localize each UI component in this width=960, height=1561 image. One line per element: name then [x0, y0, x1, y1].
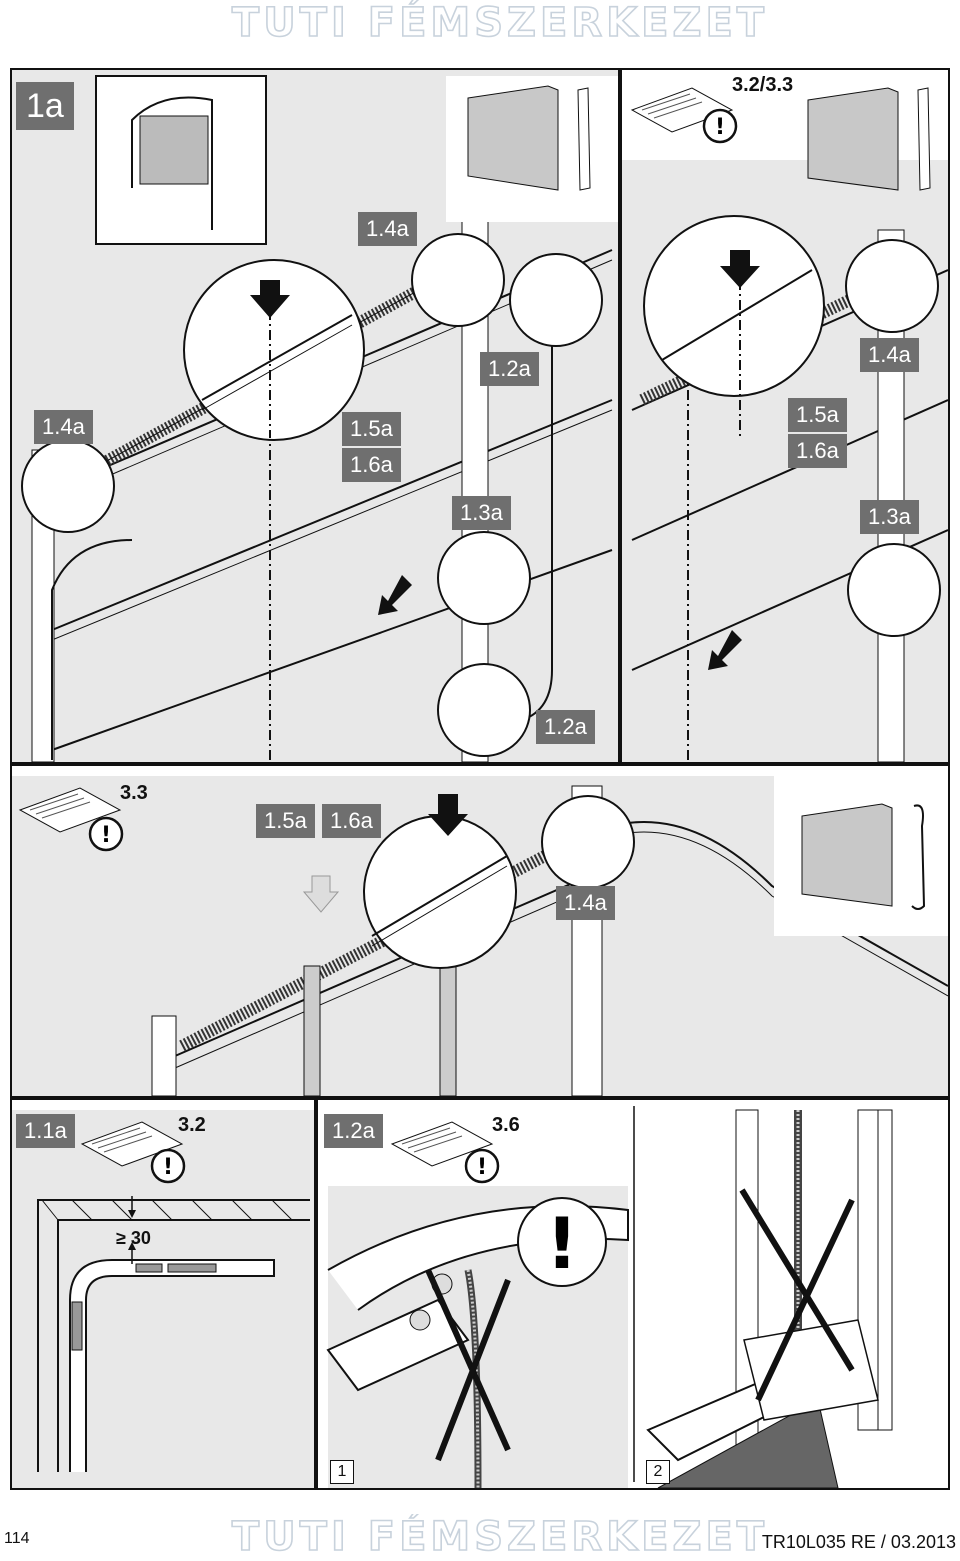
callout-1-4a-left: 1.4a	[34, 410, 93, 444]
garage-door-illustration-top-left	[21, 75, 618, 762]
panel-top-right: ! 3.2/3.3 1.4a 1.5a 1.6a 1.3a	[620, 68, 950, 764]
callout-1-3a: 1.3a	[860, 500, 919, 534]
manual-ref-3-6: 3.6	[492, 1114, 520, 1136]
garage-door-illustration-top-right: !	[630, 87, 948, 762]
callout-1-4a: 1.4a	[860, 338, 919, 372]
manual-ref-3-2-3-3: 3.2/3.3	[732, 74, 794, 96]
svg-text:TUTI FÉMSZERKEZET: TUTI FÉMSZERKEZET	[232, 0, 768, 44]
callout-1-6a: 1.6a	[788, 434, 847, 468]
callout-1-5a: 1.5a	[788, 398, 847, 432]
manual-book-icon: !	[630, 87, 738, 144]
header-logo: TUTI FÉMSZERKEZET	[210, 0, 790, 44]
callout-1-4a-top: 1.4a	[358, 212, 417, 246]
manual-ref-3-3: 3.3	[120, 782, 148, 804]
panel-bottom-left: ! 1.1a 3.2 ≥ 30	[10, 1098, 316, 1490]
manual-ref-3-2: 3.2	[178, 1114, 206, 1136]
garage-door-illustration-middle: !	[18, 776, 948, 1096]
clearance-dimension: ≥ 30	[116, 1228, 151, 1248]
callout-1-5a: 1.5a	[256, 804, 315, 838]
svg-text:TUTI FÉMSZERKEZET: TUTI FÉMSZERKEZET	[232, 1514, 768, 1558]
callout-1-2a-top: 1.2a	[480, 352, 539, 386]
step-label-1-2a: 1.2a	[324, 1114, 383, 1148]
figure-number-2: 2	[646, 1460, 670, 1484]
svg-text:!: !	[477, 1155, 487, 1180]
svg-text:!: !	[546, 1203, 578, 1285]
document-code: TR10L035 RE / 03.2013	[761, 1532, 956, 1552]
panel-bottom-right: ! ! 1.2a 3.6 1 2	[316, 1098, 950, 1490]
svg-text:!: !	[163, 1155, 173, 1180]
svg-text:!: !	[715, 115, 725, 140]
callout-1-2a-bottom: 1.2a	[536, 710, 595, 744]
manual-book-icon: !	[80, 1121, 186, 1184]
step-label-1a: 1a	[16, 82, 74, 130]
panel-middle: ! 3.3 1.5a 1.6a 1.4a	[10, 764, 950, 1098]
callout-1-6a: 1.6a	[342, 448, 401, 482]
svg-text:!: !	[101, 823, 111, 848]
cable-routing-illustration: ! !	[326, 1106, 893, 1488]
callout-1-5a: 1.5a	[342, 412, 401, 446]
figure-number-1: 1	[330, 1460, 354, 1484]
callout-1-3a: 1.3a	[452, 496, 511, 530]
footer-logo: TUTI FÉMSZERKEZET	[210, 1514, 790, 1558]
callout-1-6a: 1.6a	[322, 804, 381, 838]
page-number: 114	[4, 1530, 30, 1547]
step-label-1-1a: 1.1a	[16, 1114, 75, 1148]
callout-1-4a: 1.4a	[556, 886, 615, 920]
panel-top-left: 1a 1.4a 1.4a 1.2a 1.5a 1.6a 1.3a 1.2a	[10, 68, 620, 764]
manual-book-icon: !	[18, 787, 124, 852]
clearance-diagram: !	[37, 1121, 310, 1472]
manual-book-icon: !	[390, 1121, 500, 1184]
